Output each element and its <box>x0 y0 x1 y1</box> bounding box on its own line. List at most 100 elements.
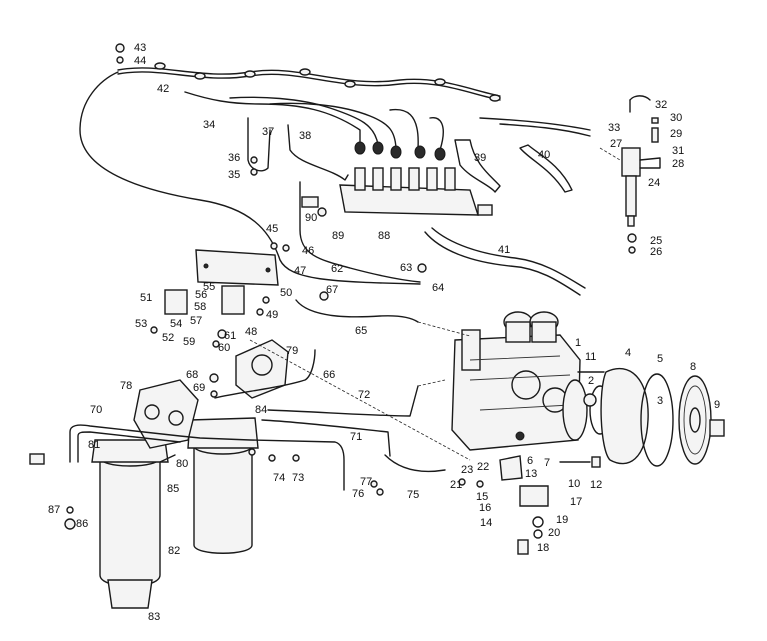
callout-54: 54 <box>170 318 182 330</box>
callout-3: 3 <box>657 395 663 407</box>
bracket-38 <box>287 124 349 181</box>
callout-59: 59 <box>183 336 195 348</box>
callout-23: 23 <box>461 464 473 476</box>
callout-63: 63 <box>400 262 412 274</box>
callout-62: 62 <box>331 263 343 275</box>
callout-55: 55 <box>203 281 215 293</box>
callout-13: 13 <box>525 468 537 480</box>
callout-49: 49 <box>266 309 278 321</box>
callout-90: 90 <box>305 212 317 224</box>
callout-53: 53 <box>135 318 147 330</box>
callout-83: 83 <box>148 611 160 623</box>
callout-4: 4 <box>625 347 631 359</box>
callout-66: 66 <box>323 369 335 381</box>
callout-16: 16 <box>479 502 491 514</box>
callout-24: 24 <box>648 177 660 189</box>
pipe-66 <box>214 349 316 399</box>
callout-31: 31 <box>672 145 684 157</box>
mount-bracket-78 <box>133 379 199 449</box>
callout-73: 73 <box>292 472 304 484</box>
callout-58: 58 <box>194 301 206 313</box>
bracket-13 <box>499 455 523 481</box>
callout-17: 17 <box>570 496 582 508</box>
pipe-71 <box>261 419 391 457</box>
callout-12: 12 <box>590 479 602 491</box>
callout-71: 71 <box>350 431 362 443</box>
filter-head-55 <box>221 285 245 315</box>
callout-70: 70 <box>90 404 102 416</box>
callout-52: 52 <box>162 332 174 344</box>
callout-2: 2 <box>588 375 594 387</box>
callout-10: 10 <box>568 478 580 490</box>
callout-labels: 1 2 3 4 5 6 7 8 9 10 11 12 13 14 15 16 1… <box>48 42 720 623</box>
drive-gear-8 <box>678 375 712 465</box>
return-line-42 <box>79 43 501 285</box>
callout-30: 30 <box>670 112 682 124</box>
pipe-65 <box>295 299 419 323</box>
callout-34: 34 <box>203 119 215 131</box>
callout-80: 80 <box>176 458 188 470</box>
callout-57: 57 <box>190 315 202 327</box>
callout-29: 29 <box>670 128 682 140</box>
filter-base-84 <box>187 417 259 449</box>
callout-47: 47 <box>294 265 306 277</box>
callout-41: 41 <box>498 244 510 256</box>
small-fittings <box>64 156 484 530</box>
bracket-39 <box>454 139 501 193</box>
callout-1: 1 <box>575 337 581 349</box>
callout-21: 21 <box>450 479 462 491</box>
pipe-75 <box>384 454 446 473</box>
callout-78: 78 <box>120 380 132 392</box>
callout-25: 25 <box>650 235 662 247</box>
callout-84: 84 <box>255 404 267 416</box>
callout-5: 5 <box>657 353 663 365</box>
callout-50: 50 <box>280 287 292 299</box>
callout-46: 46 <box>302 245 314 257</box>
callout-76: 76 <box>352 488 364 500</box>
callout-8: 8 <box>690 361 696 373</box>
pipe-62 <box>299 181 421 283</box>
callout-61: 61 <box>224 330 236 342</box>
plug-80 <box>29 453 45 465</box>
o-ring-5 <box>640 373 674 467</box>
callout-27: 27 <box>610 138 622 150</box>
bolt-18 <box>517 539 529 555</box>
callout-35: 35 <box>228 169 240 181</box>
injector-24 <box>599 95 661 254</box>
callout-18: 18 <box>537 542 549 554</box>
callout-37: 37 <box>262 126 274 138</box>
callout-89: 89 <box>332 230 344 242</box>
filter-head-51 <box>164 289 188 315</box>
callout-65: 65 <box>355 325 367 337</box>
pipe-41b <box>431 227 586 289</box>
callout-79: 79 <box>286 345 298 357</box>
callout-28: 28 <box>672 158 684 170</box>
callout-72: 72 <box>358 389 370 401</box>
callout-81: 81 <box>88 439 100 451</box>
callout-9: 9 <box>714 399 720 411</box>
callout-44: 44 <box>134 55 146 67</box>
callout-7: 7 <box>544 457 550 469</box>
washer-2 <box>583 393 597 407</box>
pipe-70 <box>69 424 345 491</box>
callout-88: 88 <box>378 230 390 242</box>
bracket-17 <box>519 485 549 507</box>
bracket-40 <box>519 144 573 193</box>
callout-19: 19 <box>556 514 568 526</box>
bracket-47 <box>195 249 279 286</box>
callout-75: 75 <box>407 489 419 501</box>
callout-32: 32 <box>655 99 667 111</box>
callout-82: 82 <box>168 545 180 557</box>
callout-45: 45 <box>266 223 278 235</box>
high-pressure-pump-1 <box>451 311 588 451</box>
callout-56: 56 <box>195 289 207 301</box>
callout-11: 11 <box>585 351 596 363</box>
callout-87: 87 <box>48 504 60 516</box>
callout-42: 42 <box>157 83 169 95</box>
fuel-rail-88 <box>301 141 493 216</box>
injector-pipes-34 <box>184 91 591 151</box>
callout-39: 39 <box>474 152 486 164</box>
callout-40: 40 <box>538 149 550 161</box>
fuel-filter-85 <box>193 437 253 554</box>
